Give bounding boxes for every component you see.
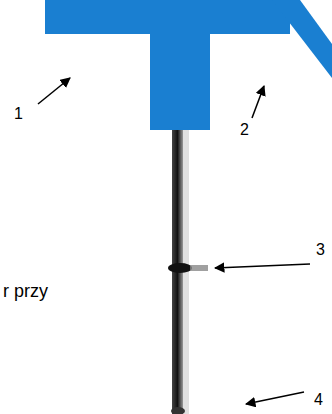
text-fragment: r przy <box>3 282 48 300</box>
rod-tip <box>171 407 185 414</box>
leader-arrow <box>246 392 304 404</box>
leader-arrow <box>215 264 310 268</box>
center-block <box>150 0 210 130</box>
callout-number: 2 <box>240 122 249 138</box>
callout-number: 4 <box>314 392 323 408</box>
callout-number: 3 <box>316 242 325 258</box>
clamp-screw <box>190 265 208 271</box>
leader-arrow <box>252 86 264 118</box>
slanted-arm <box>272 0 332 78</box>
callout-number: 1 <box>14 106 23 122</box>
leader-arrow <box>38 78 70 104</box>
clamp-knob <box>168 263 192 273</box>
